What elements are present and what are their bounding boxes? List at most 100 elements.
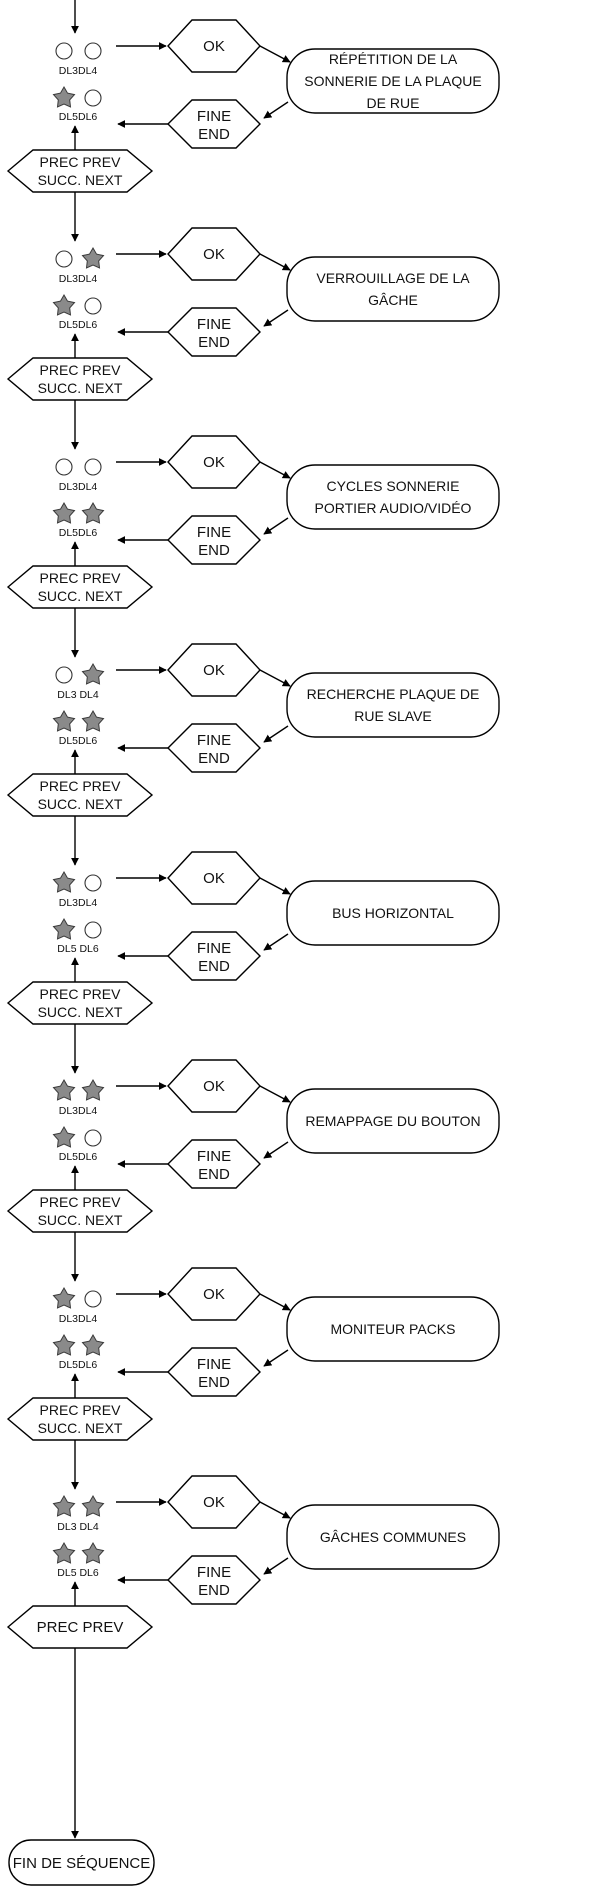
- function-box: [286, 1088, 500, 1154]
- nav-label: PREC PREV: [40, 154, 122, 170]
- prev-next-button[interactable]: [6, 1397, 154, 1441]
- end-label: END: [198, 958, 230, 975]
- fine-label: FINE: [197, 524, 231, 541]
- nav-label: SUCC. NEXT: [38, 796, 123, 812]
- fine-label: FINE: [197, 732, 231, 749]
- arrow-ok-to-function: [259, 669, 291, 687]
- function-label-line: REMAPPAGE DU BOUTON: [305, 1113, 480, 1129]
- nav-label: SUCC. NEXT: [38, 380, 123, 396]
- final-layer: FIN DE SÉQUENCE: [8, 1839, 155, 1886]
- led-label-bottom: DL5DL6: [59, 1359, 98, 1371]
- ok-label: OK: [203, 1286, 225, 1303]
- fine-end-button[interactable]: [167, 1347, 261, 1397]
- function-label-line: DE RUE: [367, 95, 420, 111]
- dl4-led-circle-icon: [84, 42, 102, 60]
- arrow-function-to-end: [263, 1141, 289, 1159]
- led-label-top: DL3 DL4: [57, 1521, 99, 1533]
- dl5-led-star-icon: [52, 1333, 76, 1356]
- function-label-line: RECHERCHE PLAQUE DE: [307, 686, 480, 702]
- function-box: [286, 464, 500, 530]
- function-box: [286, 1504, 500, 1570]
- dl5-led-star-icon: [52, 917, 76, 940]
- function-box: [286, 1296, 500, 1362]
- nav-label: SUCC. NEXT: [38, 588, 123, 604]
- dl5-led-star-icon: [52, 501, 76, 524]
- dl6-led-star-icon: [81, 1333, 105, 1356]
- dl5-led-star-icon: [52, 709, 76, 732]
- led-label-top: DL3DL4: [59, 1313, 98, 1325]
- led-label-top: DL3DL4: [59, 65, 98, 77]
- function-box: [286, 48, 500, 114]
- arrow-function-to-end: [263, 309, 289, 327]
- dl3-led-star-icon: [52, 1494, 76, 1517]
- dl4-led-star-icon: [81, 662, 105, 685]
- dl4-led-star-icon: [81, 246, 105, 269]
- nav-label: PREC PREV: [37, 1619, 124, 1636]
- function-box: [286, 256, 500, 322]
- prev-next-button[interactable]: [6, 773, 154, 817]
- led-label-top: DL3DL4: [59, 481, 98, 493]
- fine-label: FINE: [197, 940, 231, 957]
- dl3-led-star-icon: [52, 1286, 76, 1309]
- fine-label: FINE: [197, 108, 231, 125]
- fine-end-button[interactable]: [167, 931, 261, 981]
- led-label-bottom: DL5DL6: [59, 527, 98, 539]
- fine-end-button[interactable]: [167, 1139, 261, 1189]
- led-label-bottom: DL5 DL6: [57, 1567, 99, 1579]
- end-of-sequence-label: FIN DE SÉQUENCE: [13, 1855, 151, 1872]
- fine-end-button[interactable]: [167, 723, 261, 773]
- led-label-top: DL3DL4: [59, 1105, 98, 1117]
- dl3-led-star-icon: [52, 1078, 76, 1101]
- prev-next-button[interactable]: [6, 981, 154, 1025]
- dl6-led-star-icon: [81, 501, 105, 524]
- fine-label: FINE: [197, 1564, 231, 1581]
- arrow-function-to-end: [263, 933, 289, 951]
- fine-end-button[interactable]: [167, 515, 261, 565]
- ok-label: OK: [203, 246, 225, 263]
- function-label-line: BUS HORIZONTAL: [332, 905, 454, 921]
- prev-next-button[interactable]: [6, 1189, 154, 1233]
- prev-next-button[interactable]: [6, 357, 154, 401]
- arrow-function-to-end: [263, 101, 289, 119]
- led-label-bottom: DL5DL6: [59, 111, 98, 123]
- prev-next-button[interactable]: [6, 565, 154, 609]
- arrow-function-to-end: [263, 1557, 289, 1575]
- fine-end-button[interactable]: [167, 307, 261, 357]
- function-box: [286, 672, 500, 738]
- nav-label: SUCC. NEXT: [38, 1420, 123, 1436]
- prev-next-button[interactable]: [6, 1605, 154, 1649]
- function-label-line: RÉPÉTITION DE LA: [329, 51, 458, 67]
- end-label: END: [198, 126, 230, 143]
- dl4-led-circle-icon: [84, 1290, 102, 1308]
- ok-label: OK: [203, 454, 225, 471]
- dl4-led-circle-icon: [84, 874, 102, 892]
- function-label-line: MONITEUR PACKS: [331, 1321, 456, 1337]
- fine-end-button[interactable]: [167, 99, 261, 149]
- led-label-bottom: DL5 DL6: [57, 943, 99, 955]
- end-of-sequence-box: [8, 1839, 155, 1886]
- dl3-led-star-icon: [52, 870, 76, 893]
- nav-label: PREC PREV: [40, 1194, 122, 1210]
- arrow-ok-to-function: [259, 461, 291, 479]
- arrow-ok-to-function: [259, 253, 291, 271]
- arrow-function-to-end: [263, 1349, 289, 1367]
- ok-label: OK: [203, 662, 225, 679]
- end-label: END: [198, 1166, 230, 1183]
- nav-label: PREC PREV: [40, 778, 122, 794]
- function-label-line: VERROUILLAGE DE LA: [316, 270, 470, 286]
- dl6-led-circle-icon: [84, 89, 102, 107]
- prev-next-button[interactable]: [6, 149, 154, 193]
- nav-label: SUCC. NEXT: [38, 172, 123, 188]
- fine-end-button[interactable]: [167, 1555, 261, 1605]
- function-label-line: GÂCHE: [368, 292, 418, 308]
- function-label-line: SONNERIE DE LA PLAQUE: [304, 73, 481, 89]
- led-label-bottom: DL5DL6: [59, 1151, 98, 1163]
- fine-label: FINE: [197, 1356, 231, 1373]
- nav-label: PREC PREV: [40, 986, 122, 1002]
